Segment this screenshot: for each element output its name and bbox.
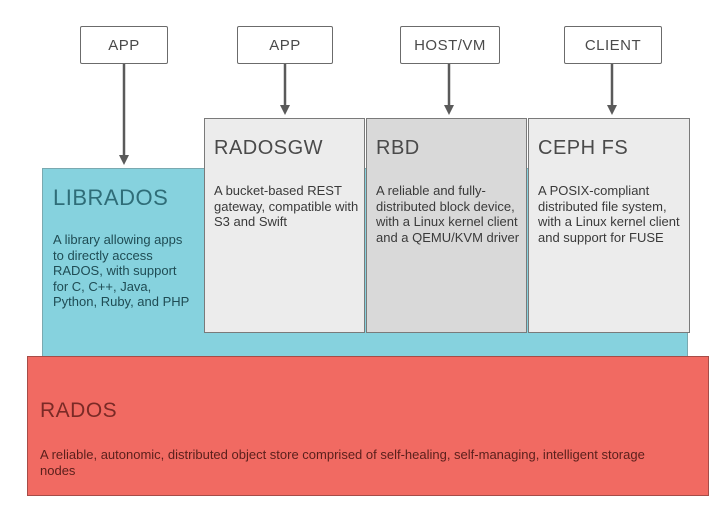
cephfs-description: A POSIX-compliant distributed file syste… (538, 183, 680, 245)
radosgw-description: A bucket-based REST gateway, compatible … (214, 183, 359, 229)
client-label: CLIENT (564, 26, 662, 64)
app-label-2: APP (237, 26, 333, 64)
rados-description: A reliable, autonomic, distributed objec… (40, 447, 645, 478)
rbd-box: RBD A reliable and fully-distributed blo… (366, 118, 527, 333)
librados-description: A library allowing apps to directly acce… (53, 232, 190, 309)
rbd-title: RBD (376, 137, 420, 159)
cephfs-title: CEPH FS (538, 137, 629, 159)
app-label-1: APP (80, 26, 168, 64)
rados-title: RADOS (40, 399, 118, 422)
rados-layer: RADOS A reliable, autonomic, distributed… (27, 356, 709, 496)
radosgw-title: RADOSGW (214, 137, 324, 159)
cephfs-box: CEPH FS A POSIX-compliant distributed fi… (528, 118, 690, 333)
rbd-description: A reliable and fully-distributed block d… (376, 183, 520, 245)
radosgw-box: RADOSGW A bucket-based REST gateway, com… (204, 118, 365, 333)
librados-title: LIBRADOS (53, 185, 169, 210)
host-vm-label: HOST/VM (400, 26, 500, 64)
